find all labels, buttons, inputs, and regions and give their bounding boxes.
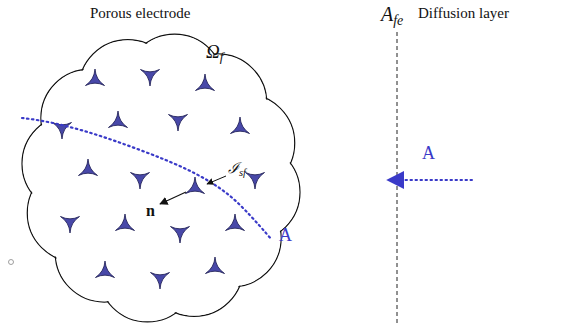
normal-arrow [160,192,186,204]
particle [245,173,264,190]
electrode-outline [22,34,300,322]
electrode-bump [66,83,256,273]
heading-label: Porous electrode [90,5,190,22]
particle [170,227,189,244]
particle [225,214,244,231]
interface-label: Afe [381,3,403,28]
particle [230,117,249,134]
electrode-fill [23,35,299,321]
section-label: A [279,226,292,246]
electrode-interior [67,84,255,272]
leader-line [207,176,226,184]
particle [150,273,169,290]
particle [85,69,104,86]
particle [108,111,127,128]
particle [205,257,224,274]
particle [78,159,97,176]
particle [140,70,159,87]
interface-line [397,32,398,324]
particle [115,214,134,231]
heading-label: Diffusion layer [418,5,509,22]
interface-label: ℐsf [228,160,246,178]
stray-mark [9,260,14,265]
particle [130,173,149,190]
particle [60,217,79,234]
solid-phase-particles [52,69,264,289]
vector-label: n [146,202,155,220]
particle [95,261,114,278]
particle [195,74,214,91]
section-label: A [422,144,435,164]
particle [185,177,204,194]
section-line [22,118,272,240]
particle [168,115,187,132]
region-label: Ωf [206,42,223,65]
flow-arrow [388,179,472,181]
